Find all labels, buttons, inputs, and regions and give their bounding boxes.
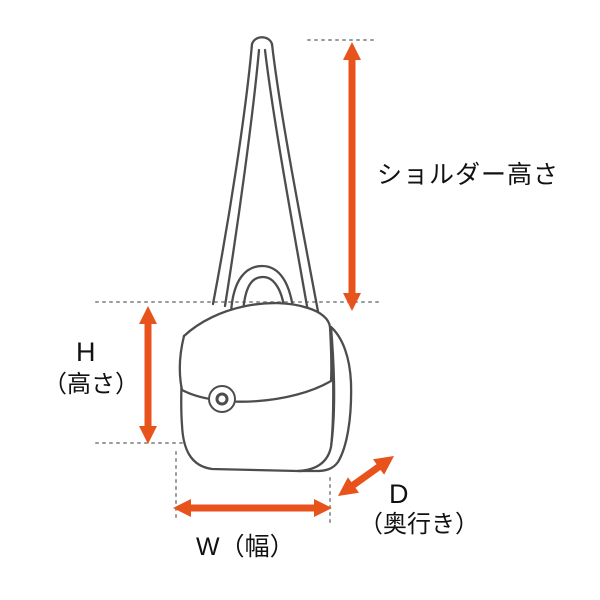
strap-right-outer-line [270, 42, 324, 335]
shoulder-height-arrow-head-down [343, 293, 361, 311]
strap-left-outer-line [211, 42, 254, 306]
shoulder-height-arrow [343, 42, 361, 311]
label-shoulder-height: ショルダー高さ [377, 161, 560, 189]
label-height-sub: （高さ） [43, 371, 139, 398]
depth-arrow-head-upper [373, 456, 394, 475]
bag-flap [178, 301, 333, 403]
strap-top-cap [250, 36, 274, 46]
height-arrow-head-up [139, 306, 157, 324]
depth-arrow-head-lower [338, 477, 359, 496]
snap-button-inner [215, 392, 229, 406]
bag-side-gusset [296, 325, 353, 473]
shoulder-strap [211, 36, 324, 335]
label-depth-letter: D [389, 479, 409, 509]
top-handle [229, 264, 296, 319]
handle-outer-line [229, 264, 296, 319]
label-height-letter: H [76, 337, 96, 367]
width-arrow-head-right [314, 499, 332, 517]
depth-arrow-shaft [349, 463, 383, 489]
dotted-guides [95, 39, 379, 523]
height-arrow-head-down [139, 426, 157, 444]
height-arrow [139, 306, 157, 444]
depth-arrow [338, 456, 394, 496]
width-arrow-head-left [173, 499, 191, 517]
width-arrow [173, 499, 332, 517]
measurement-arrows [139, 42, 394, 517]
bag-illustration [178, 36, 353, 473]
label-width: W（幅） [196, 533, 295, 561]
handle-inner-line [241, 275, 287, 317]
snap-button-outer [208, 385, 236, 413]
strap-left-inner-line [223, 48, 261, 308]
label-depth-sub: （奥行き） [359, 511, 479, 538]
strap-right-inner-line [263, 48, 313, 331]
shoulder-height-arrow-head-up [343, 42, 361, 60]
